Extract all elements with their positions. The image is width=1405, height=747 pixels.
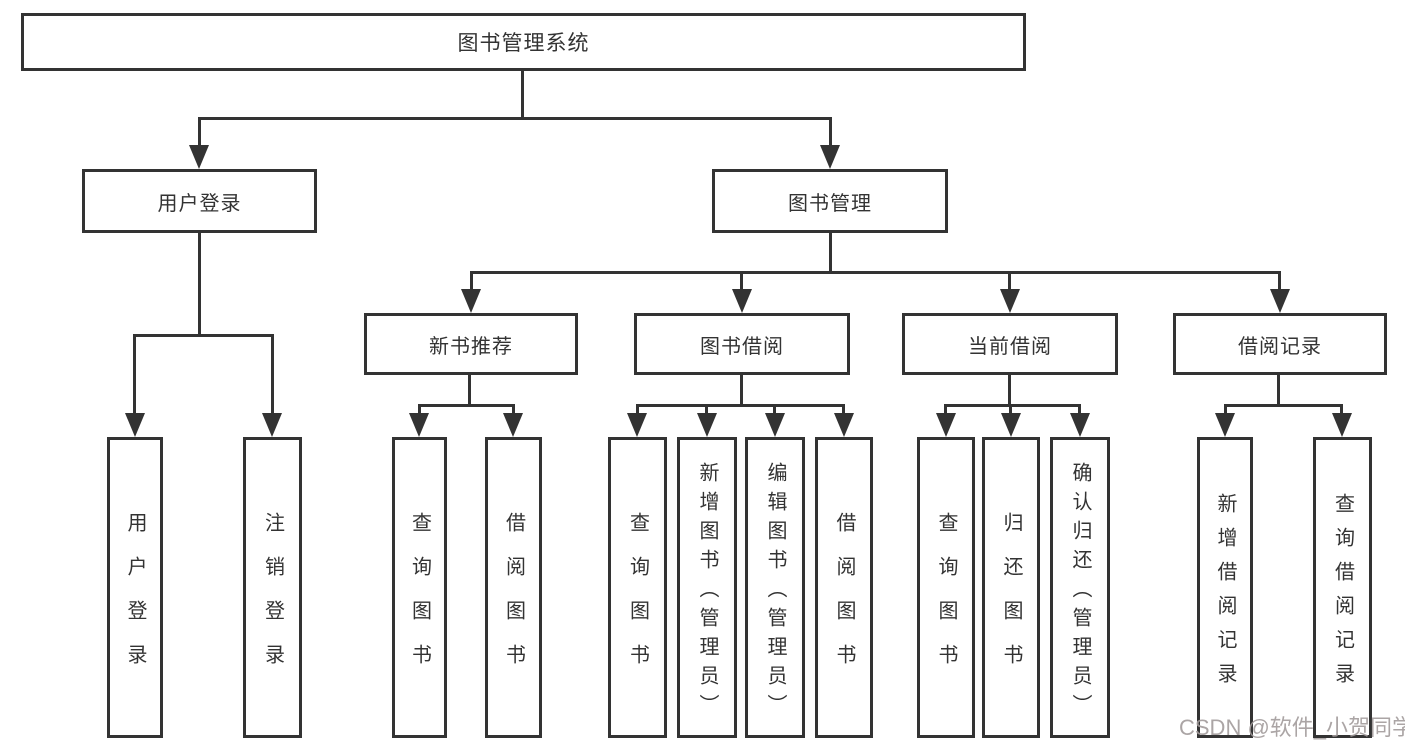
connector-line — [842, 404, 845, 416]
connector-line — [829, 232, 832, 273]
leaf-query-borrow-record: 查询借阅记录 — [1313, 437, 1372, 738]
connector-line — [829, 117, 832, 148]
node-label: 新增图书（管理员） — [696, 461, 718, 723]
leaf-user-login: 用户登录 — [107, 437, 163, 738]
node-label: 查询借阅记录 — [1331, 492, 1354, 697]
node-label: 新书推荐 — [429, 335, 513, 358]
connector-line — [944, 404, 1081, 407]
connector-line — [1277, 374, 1280, 405]
arrow-down-icon — [732, 289, 752, 313]
arrow-down-icon — [936, 413, 956, 437]
arrow-down-icon — [765, 413, 785, 437]
connector-line — [636, 404, 845, 407]
node-label: 确认归还（管理员） — [1069, 461, 1091, 723]
connector-line — [198, 117, 201, 148]
node-label: 借阅图书 — [502, 511, 525, 688]
node-user-login: 用户登录 — [82, 169, 317, 233]
node-label: 编辑图书（管理员） — [764, 461, 786, 723]
arrow-down-icon — [697, 413, 717, 437]
node-label: 新增借阅记录 — [1214, 492, 1236, 697]
arrow-down-icon — [1270, 289, 1290, 313]
connector-line — [636, 404, 639, 416]
node-label: 查询图书 — [626, 511, 649, 688]
connector-line — [470, 271, 473, 291]
node-label: 归还图书 — [1000, 511, 1022, 688]
connector-line — [271, 334, 274, 415]
node-borrowing-records: 借阅记录 — [1173, 313, 1387, 375]
connector-line — [705, 404, 708, 416]
connector-line — [133, 334, 274, 337]
node-label: 查询图书 — [408, 511, 431, 688]
arrow-down-icon — [461, 289, 481, 313]
node-label: 图书管理系统 — [457, 32, 590, 55]
connector-line — [468, 374, 471, 405]
arrow-down-icon — [262, 413, 282, 437]
leaf-query-books-recommend: 查询图书 — [392, 437, 447, 738]
arrow-down-icon — [189, 145, 209, 169]
leaf-edit-books-admin: 编辑图书（管理员） — [745, 437, 805, 738]
node-label: 查询图书 — [935, 511, 957, 688]
arrow-down-icon — [834, 413, 854, 437]
node-book-management-system: 图书管理系统 — [21, 13, 1026, 71]
connector-line — [512, 404, 515, 416]
connector-line — [1340, 404, 1343, 416]
leaf-borrow-books: 借阅图书 — [815, 437, 873, 738]
connector-line — [1009, 404, 1012, 416]
node-label: 借阅图书 — [833, 511, 855, 688]
connector-line — [418, 404, 421, 416]
connector-line — [1008, 374, 1011, 405]
leaf-query-books-current: 查询图书 — [917, 437, 975, 738]
arrow-down-icon — [1070, 413, 1090, 437]
arrow-down-icon — [1000, 289, 1020, 313]
leaf-return-books: 归还图书 — [982, 437, 1040, 738]
leaf-logout: 注销登录 — [243, 437, 302, 738]
arrow-down-icon — [409, 413, 429, 437]
node-label: 图书管理 — [788, 192, 872, 215]
node-label: 图书借阅 — [700, 335, 784, 358]
leaf-add-borrow-record: 新增借阅记录 — [1197, 437, 1253, 738]
connector-line — [1224, 404, 1227, 416]
node-label: 当前借阅 — [968, 335, 1052, 358]
node-new-book-recommendation: 新书推荐 — [364, 313, 578, 375]
connector-line — [470, 271, 1281, 274]
arrow-down-icon — [1215, 413, 1235, 437]
connector-line — [740, 271, 743, 291]
node-label: 用户登录 — [124, 511, 146, 688]
connector-line — [418, 404, 514, 407]
arrow-down-icon — [125, 413, 145, 437]
arrow-down-icon — [1001, 413, 1021, 437]
node-label: 用户登录 — [157, 192, 242, 215]
node-label: 注销登录 — [261, 511, 284, 688]
leaf-confirm-return-admin: 确认归还（管理员） — [1050, 437, 1110, 738]
connector-line — [944, 404, 947, 416]
arrow-down-icon — [1332, 413, 1352, 437]
node-book-management: 图书管理 — [712, 169, 948, 233]
connector-line — [1008, 271, 1011, 291]
node-book-borrowing: 图书借阅 — [634, 313, 850, 375]
leaf-query-books-borrow: 查询图书 — [608, 437, 667, 738]
connector-line — [740, 374, 743, 405]
connector-line — [1278, 271, 1281, 291]
arrow-down-icon — [627, 413, 647, 437]
leaf-borrow-books-recommend: 借阅图书 — [485, 437, 542, 738]
connector-line — [1078, 404, 1081, 416]
connector-line — [198, 232, 201, 335]
node-current-borrowing: 当前借阅 — [902, 313, 1118, 375]
connector-line — [198, 117, 832, 120]
arrow-down-icon — [820, 145, 840, 169]
watermark: CSDN @软件_小贺同学 — [1179, 715, 1405, 740]
connector-line — [1224, 404, 1343, 407]
node-label: 借阅记录 — [1238, 335, 1322, 358]
connector-line — [773, 404, 776, 416]
leaf-add-books-admin: 新增图书（管理员） — [677, 437, 737, 738]
connector-line — [521, 70, 524, 120]
connector-line — [133, 334, 136, 415]
arrow-down-icon — [503, 413, 523, 437]
